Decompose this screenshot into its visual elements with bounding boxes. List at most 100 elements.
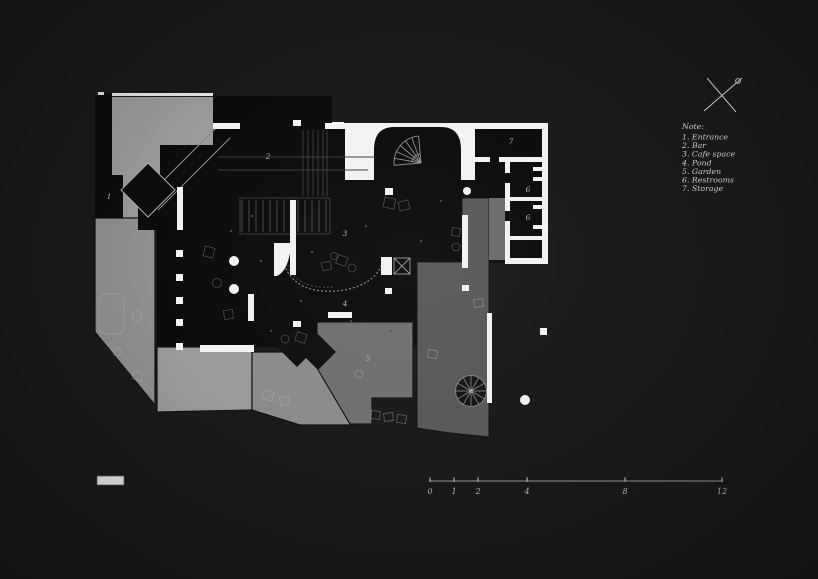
title-block-marker: [96, 475, 125, 486]
texture-specks: [229, 199, 443, 333]
wing-wall-south: [505, 258, 548, 264]
legend-item-cafe: 3. Cafe space: [682, 150, 736, 159]
legend-item-pond: 4. Pond: [681, 158, 712, 167]
terrace-top-wall: [112, 93, 213, 96]
wing-wall-partition: [505, 162, 510, 259]
door-gap: [505, 173, 510, 183]
legend-item-bar: 2. Bar: [681, 141, 707, 150]
column: [176, 319, 183, 326]
column: [176, 250, 183, 257]
wall-opening-south: [200, 345, 254, 352]
wing-wall-west: [470, 129, 475, 158]
restroom-divider: [505, 197, 545, 201]
column: [385, 188, 393, 195]
legend-item-garden: 5. Garden: [682, 167, 721, 176]
round-column: [520, 395, 530, 405]
legend-title: Note:: [681, 122, 704, 131]
column: [176, 274, 183, 281]
garden-polygon-west: [156, 346, 253, 413]
round-column: [463, 187, 471, 195]
stair-hatch: [239, 197, 331, 235]
fixture: [533, 167, 542, 171]
curved-seating: [274, 243, 411, 292]
legend-item-entrance: 1. Entrance: [682, 133, 729, 142]
fixture: [533, 205, 542, 209]
furniture-outlines-garden: [98, 293, 485, 425]
bar-counter-lines: [218, 156, 375, 171]
entrance-diamond: [120, 162, 176, 218]
room-label-garden: 5: [366, 354, 371, 363]
white-wall-details: [176, 120, 547, 405]
scale-label-0: 0: [427, 487, 432, 496]
north-needle-line: [703, 77, 743, 112]
seating-arc: [280, 248, 384, 292]
column: [176, 343, 183, 350]
room-label-restroom-b: 6: [526, 213, 531, 222]
restroom-divider: [505, 236, 545, 240]
wing-door-gaps: [490, 157, 510, 221]
fixture: [533, 177, 542, 181]
scale-label-1: 1: [451, 487, 456, 496]
entrance-diagonal: [120, 125, 231, 218]
garden-polygon-five: [316, 321, 414, 425]
legend: Note: 1. Entrance 2. Bar 3. Cafe space 4…: [681, 122, 736, 193]
arc-end-west: [274, 243, 291, 276]
column: [462, 285, 469, 291]
wall-tick: [98, 92, 104, 95]
wing-wall-north: [465, 123, 548, 129]
arc-end-east: [381, 257, 392, 275]
shelf-hatch: [302, 130, 328, 196]
room-label-storage: 7: [509, 137, 514, 146]
scale-label-8: 8: [622, 487, 627, 496]
wing-walls: [465, 123, 548, 264]
wing-wall-east: [542, 123, 548, 264]
wing-wall-mid: [470, 157, 544, 162]
scale-bar: 0 1 2 4 8 12: [427, 477, 727, 496]
door-gap: [490, 157, 499, 162]
room-label-cafe: 3: [343, 229, 348, 238]
cross-line: [706, 77, 737, 113]
left-dark-strip: [95, 93, 112, 180]
column: [385, 288, 392, 294]
wall-segment: [177, 187, 183, 230]
round-column: [229, 256, 239, 266]
wall-opening: [293, 120, 301, 126]
scale-label-2: 2: [474, 487, 480, 496]
room-label-bar: 2: [265, 152, 271, 161]
entrance-rail-2: [157, 137, 231, 211]
wall-segment: [248, 294, 254, 321]
spiral-newel: [469, 389, 473, 393]
seating-arc-inner: [284, 253, 335, 288]
scale-label-12: 12: [717, 487, 727, 496]
interior-hatching: [218, 130, 375, 235]
scale-label-4: 4: [523, 487, 529, 496]
column-xbrace: [393, 257, 411, 275]
wall-segment: [290, 200, 296, 275]
needle-head: [735, 78, 741, 84]
room-label-restroom-a: 6: [526, 185, 531, 194]
north-arrow-compass-icon: [703, 77, 743, 113]
dark-diamond-b: [300, 334, 336, 370]
circulation-band: [345, 123, 475, 180]
room-labels: 1 2 3 4 5 6 6 7: [107, 137, 531, 363]
room-label-pond: 4: [342, 299, 348, 308]
wall-opening-south: [328, 312, 352, 318]
round-column: [229, 284, 239, 294]
column: [293, 321, 301, 327]
legend-item-storage: 7. Storage: [682, 184, 723, 193]
column: [540, 328, 547, 335]
spiral-staircase: [455, 375, 487, 407]
east-wing-rooms: [465, 123, 548, 264]
wall-segment: [462, 215, 468, 268]
furniture-outlines-interior: [202, 196, 461, 344]
wall-opening: [332, 122, 344, 128]
column: [176, 297, 183, 304]
zone-left-garden: [94, 217, 156, 407]
spiral-treads: [455, 375, 487, 407]
fan-staircase: [393, 135, 422, 166]
legend-item-restrooms: 6. Restrooms: [682, 176, 734, 185]
entrance-box: [95, 175, 123, 218]
room-label-entrance: 1: [107, 192, 112, 201]
